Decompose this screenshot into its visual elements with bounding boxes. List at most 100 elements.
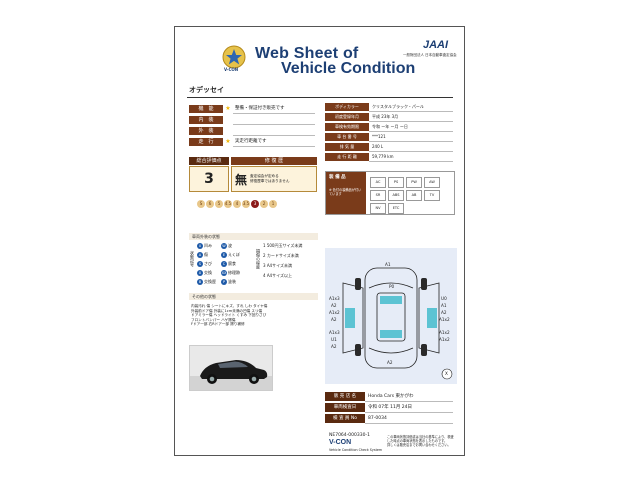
car-name: オデッセイ	[189, 86, 224, 94]
spec-value: ***121	[369, 133, 453, 142]
scale-dot: 5	[215, 200, 223, 208]
repair-note-2: 修復歴車ではありません	[250, 179, 290, 183]
diagram-tag: A1x3	[329, 296, 340, 301]
diagram-tag: A2	[331, 303, 337, 308]
scale-dot: 6	[206, 200, 214, 208]
jaai-subtitle: 一般財団法人 日本自動車査定協会	[403, 53, 457, 57]
group1-label: 状態記号	[190, 251, 195, 267]
diagram-tag: A2	[331, 317, 337, 322]
dealer-table: 販 売 店 名 Honda Cars 東かがわ 車両検査日 令和 07年 11月…	[325, 392, 453, 425]
spec-label: 車 台 番 号	[325, 133, 369, 141]
vcon-logo: V-CON	[221, 45, 247, 72]
equipment-head: 装 備 品	[329, 175, 346, 180]
equipment-item: AW	[424, 177, 440, 188]
legend-code: E	[221, 252, 227, 258]
scale-dot: 4	[233, 200, 241, 208]
logo-text: V-CON	[224, 67, 239, 72]
spec-value: 240 L	[369, 143, 453, 152]
diagram-tag: P0	[389, 284, 395, 289]
dealer-row: 販 売 店 名 Honda Cars 東かがわ	[325, 392, 453, 402]
legend-code: U	[197, 243, 203, 249]
score-scale: S 6 5 4.5 4 3.5 3 2 1	[197, 200, 277, 208]
diagram-tag: A1x2	[329, 310, 340, 315]
diagram-tag: A2	[387, 360, 393, 365]
spec-value: 59,779 km	[369, 153, 453, 162]
spec-value: 令和 ー年 ー月 ー日	[369, 123, 453, 132]
scale-dot-active: 3	[251, 200, 259, 208]
equipment-item: SR	[370, 190, 386, 201]
legend-text: 凹み	[204, 243, 212, 248]
footer-code: NE7064-000330-1	[329, 433, 370, 438]
footer-system: Vehicle Condition Check System	[329, 448, 383, 452]
star-icon: ★	[225, 105, 231, 112]
overall-score: 3	[189, 166, 229, 192]
title-line-1: Web Sheet of	[255, 45, 359, 62]
size-item: 2 カードサイズ未満	[263, 253, 299, 258]
note-line: 外装前ドア傷 外装に1cm未満の凹傷 スリ傷	[191, 308, 263, 313]
size-item: 3 A4サイズ未満	[263, 263, 292, 268]
disclaimer-line: この車両状態評価書は当社の基準により、検査	[387, 435, 454, 439]
dealer-row: 車両検査日 令和 07年 11月 24日	[325, 403, 453, 413]
spec-label: 走 行 距 離	[325, 153, 369, 161]
title-line-2: Vehicle Condition	[281, 60, 416, 77]
legend-text: 修理跡	[228, 270, 240, 275]
vehicle-state-head: 車両外装の状態	[189, 233, 318, 240]
disclaimer-line: した時点の車両状態を表示したものです。	[387, 439, 448, 443]
legend-code: S	[197, 261, 203, 267]
spec-label: 初度登録年月	[325, 113, 369, 121]
spec-row: 排 気 量 240 L	[325, 143, 453, 152]
legend-text: 塗装	[228, 279, 236, 284]
legend-text: えくぼ	[228, 252, 240, 257]
spec-label: 排 気 量	[325, 143, 369, 151]
diagram-tag: A1x2	[439, 330, 450, 335]
equipment-item: AC	[370, 177, 386, 188]
note-line: 内装汚れ 傷 シートにキズ、すれ しわ タイヤ傷	[191, 304, 268, 308]
check-table: 機 能 ★ 整備・保証付き販売です 内 装 外 装 走 行 ★ 実走行距離です	[189, 105, 315, 149]
check-label: 内 装	[189, 116, 223, 124]
legend-code: A	[197, 252, 203, 258]
spec-row: 走 行 距 離 59,779 km	[325, 153, 453, 162]
scale-dot: 4.5	[224, 200, 232, 208]
scale-dot: 1	[269, 200, 277, 208]
scale-dot: 2	[260, 200, 268, 208]
legend-code: W	[221, 243, 227, 249]
dealer-value: 令和 07年 11月 24日	[365, 403, 453, 413]
diagram-tag: A1	[385, 262, 391, 267]
check-value: 整備・保証付き販売です	[233, 105, 315, 114]
spec-row: 車検有効期限 令和 ー年 ー月 ー日	[325, 123, 453, 132]
check-value	[233, 116, 315, 125]
diagram-tag: U0	[441, 296, 447, 301]
equipment-box: 装 備 品 ※ 色付の装備品が付いています AC PS PW AW SR ABS…	[325, 171, 455, 215]
equipment-item: TV	[424, 190, 440, 201]
legend-text: 交換	[204, 270, 212, 275]
check-label: 走 行	[189, 138, 223, 146]
diagram-tag: U1	[331, 337, 337, 342]
check-row: 機 能 ★ 整備・保証付き販売です	[189, 105, 315, 114]
diagram-tag: A1x3	[329, 330, 340, 335]
equipment-item: PS	[388, 177, 404, 188]
equipment-item: AB	[406, 190, 422, 201]
other-head: その他の状態	[189, 293, 318, 300]
note-line: フロントバンパー ハゲ擦傷	[191, 317, 236, 322]
spec-value: 平成 23年 3月	[369, 113, 453, 122]
legend-text: 波	[228, 243, 232, 248]
evaluation-box: 総合評価点 修 復 歴 3 無 査定協会が定める 修復歴車ではありません	[189, 157, 317, 193]
legend-text: さび	[204, 261, 212, 266]
other-notes: 内装汚れ 傷 シートにキズ、すれ しわ タイヤ傷 外装前ドア傷 外装に1cm未満…	[191, 304, 267, 327]
dealer-row: 検 査 員 No 87-0034	[325, 414, 453, 424]
footer-brand: V-CON	[329, 439, 352, 446]
damage-diagram: A1 P0 A1x3 A2 A1x2 A2 U0 A1 A2 A1x2 A1x3…	[325, 248, 457, 384]
note-line: Fドア一部 右Rドア一部 擦り補修	[191, 322, 245, 327]
diagram-tag: A2	[441, 310, 447, 315]
equipment-item: ETC	[388, 203, 404, 214]
legend-code: P	[221, 279, 227, 285]
dealer-label: 販 売 店 名	[325, 392, 365, 401]
legend-code: X	[197, 270, 203, 276]
